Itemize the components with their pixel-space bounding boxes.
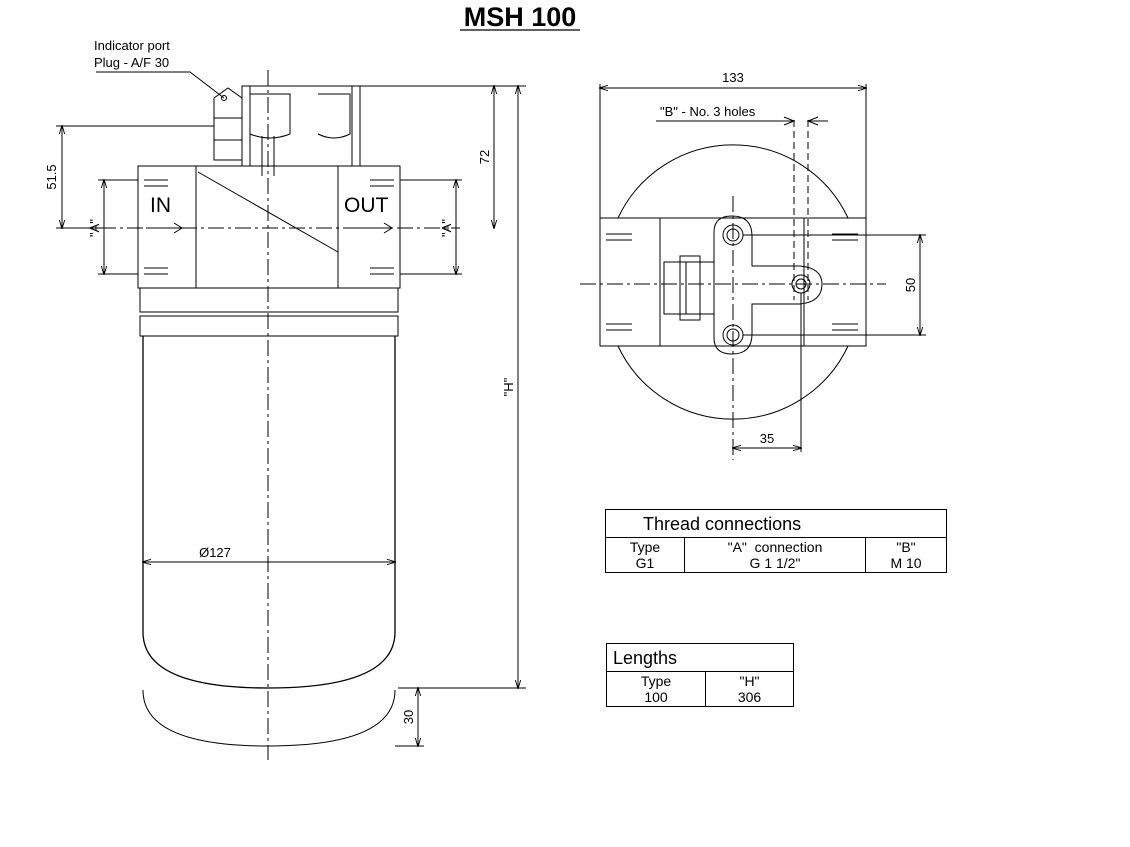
dim-bowl-clearance: 30	[401, 710, 416, 724]
thread-type-value: G1	[635, 555, 655, 571]
port-a-left-label: "A"	[87, 219, 102, 237]
inlet-label: IN	[150, 194, 171, 217]
thread-a-value: G 1 1/2"	[749, 555, 801, 571]
lengths-table-cell: Type 100	[606, 671, 706, 707]
thread-b-header: "B"	[896, 539, 916, 555]
dim-width: 133	[722, 70, 744, 85]
thread-table-cell: "A" connection G 1 1/2"	[684, 537, 866, 573]
thread-a-header: "A" connection	[727, 539, 823, 555]
lengths-h-value: 306	[737, 689, 762, 705]
side-view	[56, 70, 526, 760]
thread-connections-table: Thread connections Type G1 "A" connectio…	[605, 509, 947, 573]
holes-b-label: "B" - No. 3 holes	[660, 104, 756, 119]
drawing-title: MSH 100	[464, 2, 577, 32]
thread-table-cell: "B" M 10	[865, 537, 947, 573]
lengths-h-header: "H"	[739, 673, 760, 689]
dim-indicator-offset: 51.5	[44, 164, 59, 189]
outlet-label: OUT	[344, 194, 389, 217]
dim-diameter: Ø127	[199, 545, 231, 560]
lengths-table-title: Lengths	[606, 643, 794, 672]
dim-port-height: 72	[477, 150, 492, 164]
port-a-right-label: "A"	[439, 219, 454, 237]
thread-table-title: Thread connections	[605, 509, 947, 538]
dim-hole-spacing: 50	[903, 278, 918, 292]
lengths-table-cell: "H" 306	[705, 671, 794, 707]
plug-label: Plug - A/F 30	[94, 55, 169, 70]
lengths-table: Lengths Type 100 "H" 306	[606, 643, 794, 707]
lengths-type-value: 100	[644, 689, 668, 705]
dim-hole-offset: 35	[760, 431, 774, 446]
lengths-type-header: Type	[640, 673, 672, 689]
thread-type-header: Type	[629, 539, 661, 555]
thread-table-cell: Type G1	[605, 537, 685, 573]
top-view	[580, 84, 926, 460]
thread-b-value: M 10	[890, 555, 922, 571]
height-h-label: "H"	[501, 377, 516, 396]
indicator-port-label: Indicator port	[94, 38, 170, 53]
